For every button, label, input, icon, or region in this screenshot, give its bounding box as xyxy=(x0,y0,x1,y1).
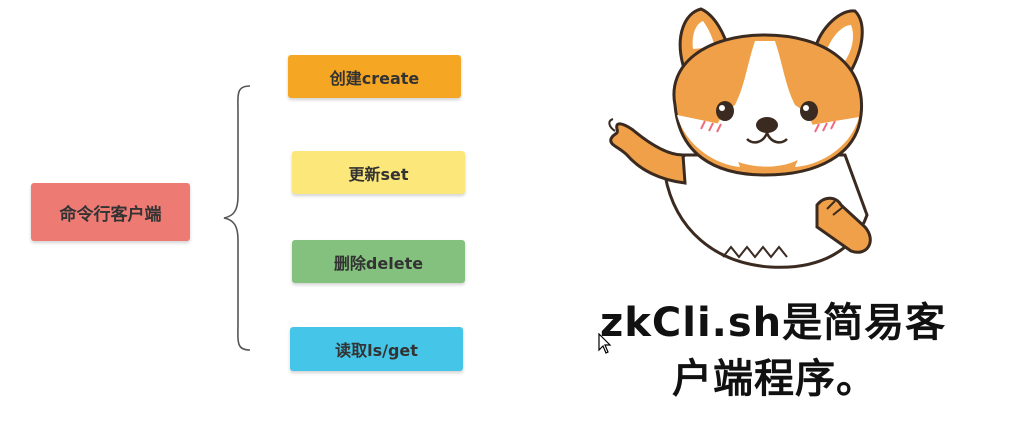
branch-create: 创建create xyxy=(288,55,461,98)
branch-get-label: 读取ls/get xyxy=(335,341,418,360)
branch-create-label: 创建create xyxy=(329,68,420,88)
corgi-illustration xyxy=(608,7,872,269)
branch-delete-label: 删除delete xyxy=(333,253,424,273)
caption-text: zkCli.sh是简易客 户端程序。 xyxy=(600,295,1000,407)
root-node-command-line-client: 命令行客户端 xyxy=(31,183,190,241)
branch-set: 更新set xyxy=(292,151,465,194)
root-node-label: 命令行客户端 xyxy=(59,204,162,225)
caption-line-2: 户端程序。 xyxy=(672,356,877,402)
mouse-cursor-icon xyxy=(598,333,612,354)
branch-delete: 删除delete xyxy=(292,240,465,283)
caption-line-1: zkCli.sh是简易客 xyxy=(600,300,947,346)
curly-brace-connector xyxy=(223,85,251,351)
branch-get: 读取ls/get xyxy=(290,327,463,371)
branch-set-label: 更新set xyxy=(348,164,409,184)
